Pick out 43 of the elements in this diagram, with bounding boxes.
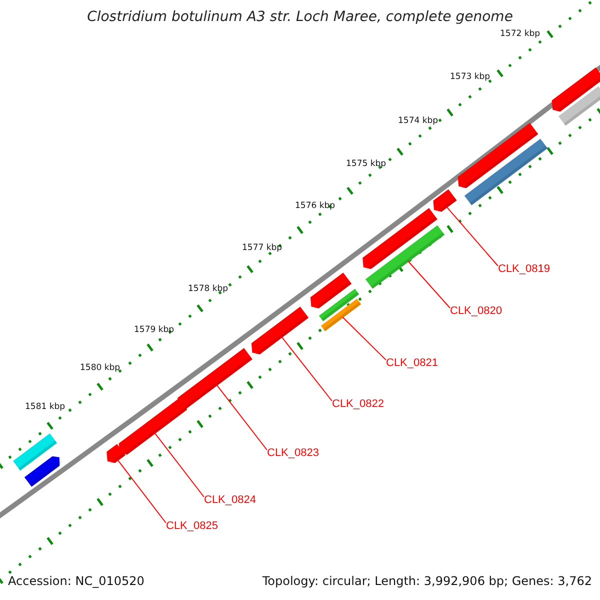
- gene-feature: [318, 288, 360, 322]
- gene-feature: [178, 348, 252, 410]
- gene-feature: [13, 433, 57, 471]
- scale-label: 1575 kbp: [346, 159, 386, 170]
- scale-label: 1579 kbp: [134, 325, 174, 336]
- gene-feature: [106, 444, 126, 464]
- gene-feature: [362, 208, 438, 270]
- gene-label: CLK_0825: [166, 520, 218, 534]
- scale-label: 1577 kbp: [242, 243, 282, 254]
- leader-line: [154, 432, 204, 498]
- gene-feature: [310, 272, 352, 309]
- scale-label: 1576 kbp: [295, 201, 336, 212]
- gene-label: CLK_0821: [386, 357, 438, 370]
- leader-line: [446, 206, 498, 266]
- genome-summary-text: Topology: circular; Length: 3,992,906 bp; Genes: 3,762: [262, 574, 592, 588]
- gene-label: CLK_0824: [204, 494, 256, 508]
- scale-label: 1580 kbp: [80, 363, 120, 374]
- gene-feature: [433, 189, 457, 212]
- leader-line: [216, 384, 268, 450]
- gene-feature: [552, 67, 600, 112]
- gene-feature: [464, 138, 548, 206]
- title: Clostridium botulinum A3 str. Loch Maree, complete genome: [86, 9, 514, 26]
- scale-label: 1572 kbp: [500, 29, 540, 40]
- scale-label: 1581 kbp: [25, 402, 66, 412]
- scale-label: 1574 kbp: [398, 116, 438, 126]
- scale-label: 1578 kbp: [188, 284, 228, 294]
- leader-line: [117, 459, 166, 524]
- leader-line: [342, 316, 386, 360]
- gene-feature: [118, 398, 188, 456]
- gene-label: CLK_0823: [267, 447, 319, 460]
- gene-feature: [558, 86, 600, 126]
- accession-text: Accession: NC_010520: [8, 574, 144, 588]
- gene-label: CLK_0819: [498, 263, 550, 276]
- gene-feature: [24, 456, 62, 487]
- gene-feature: [320, 298, 362, 332]
- gene-label: CLK_0820: [450, 305, 502, 318]
- gene-feature: [251, 306, 309, 355]
- leader-line: [408, 260, 450, 308]
- leader-line: [281, 336, 332, 402]
- gene-feature: [458, 122, 538, 189]
- scale-label: 1573 kbp: [450, 72, 490, 82]
- gene-feature: [365, 225, 445, 289]
- gene-label: CLK_0822: [332, 398, 384, 412]
